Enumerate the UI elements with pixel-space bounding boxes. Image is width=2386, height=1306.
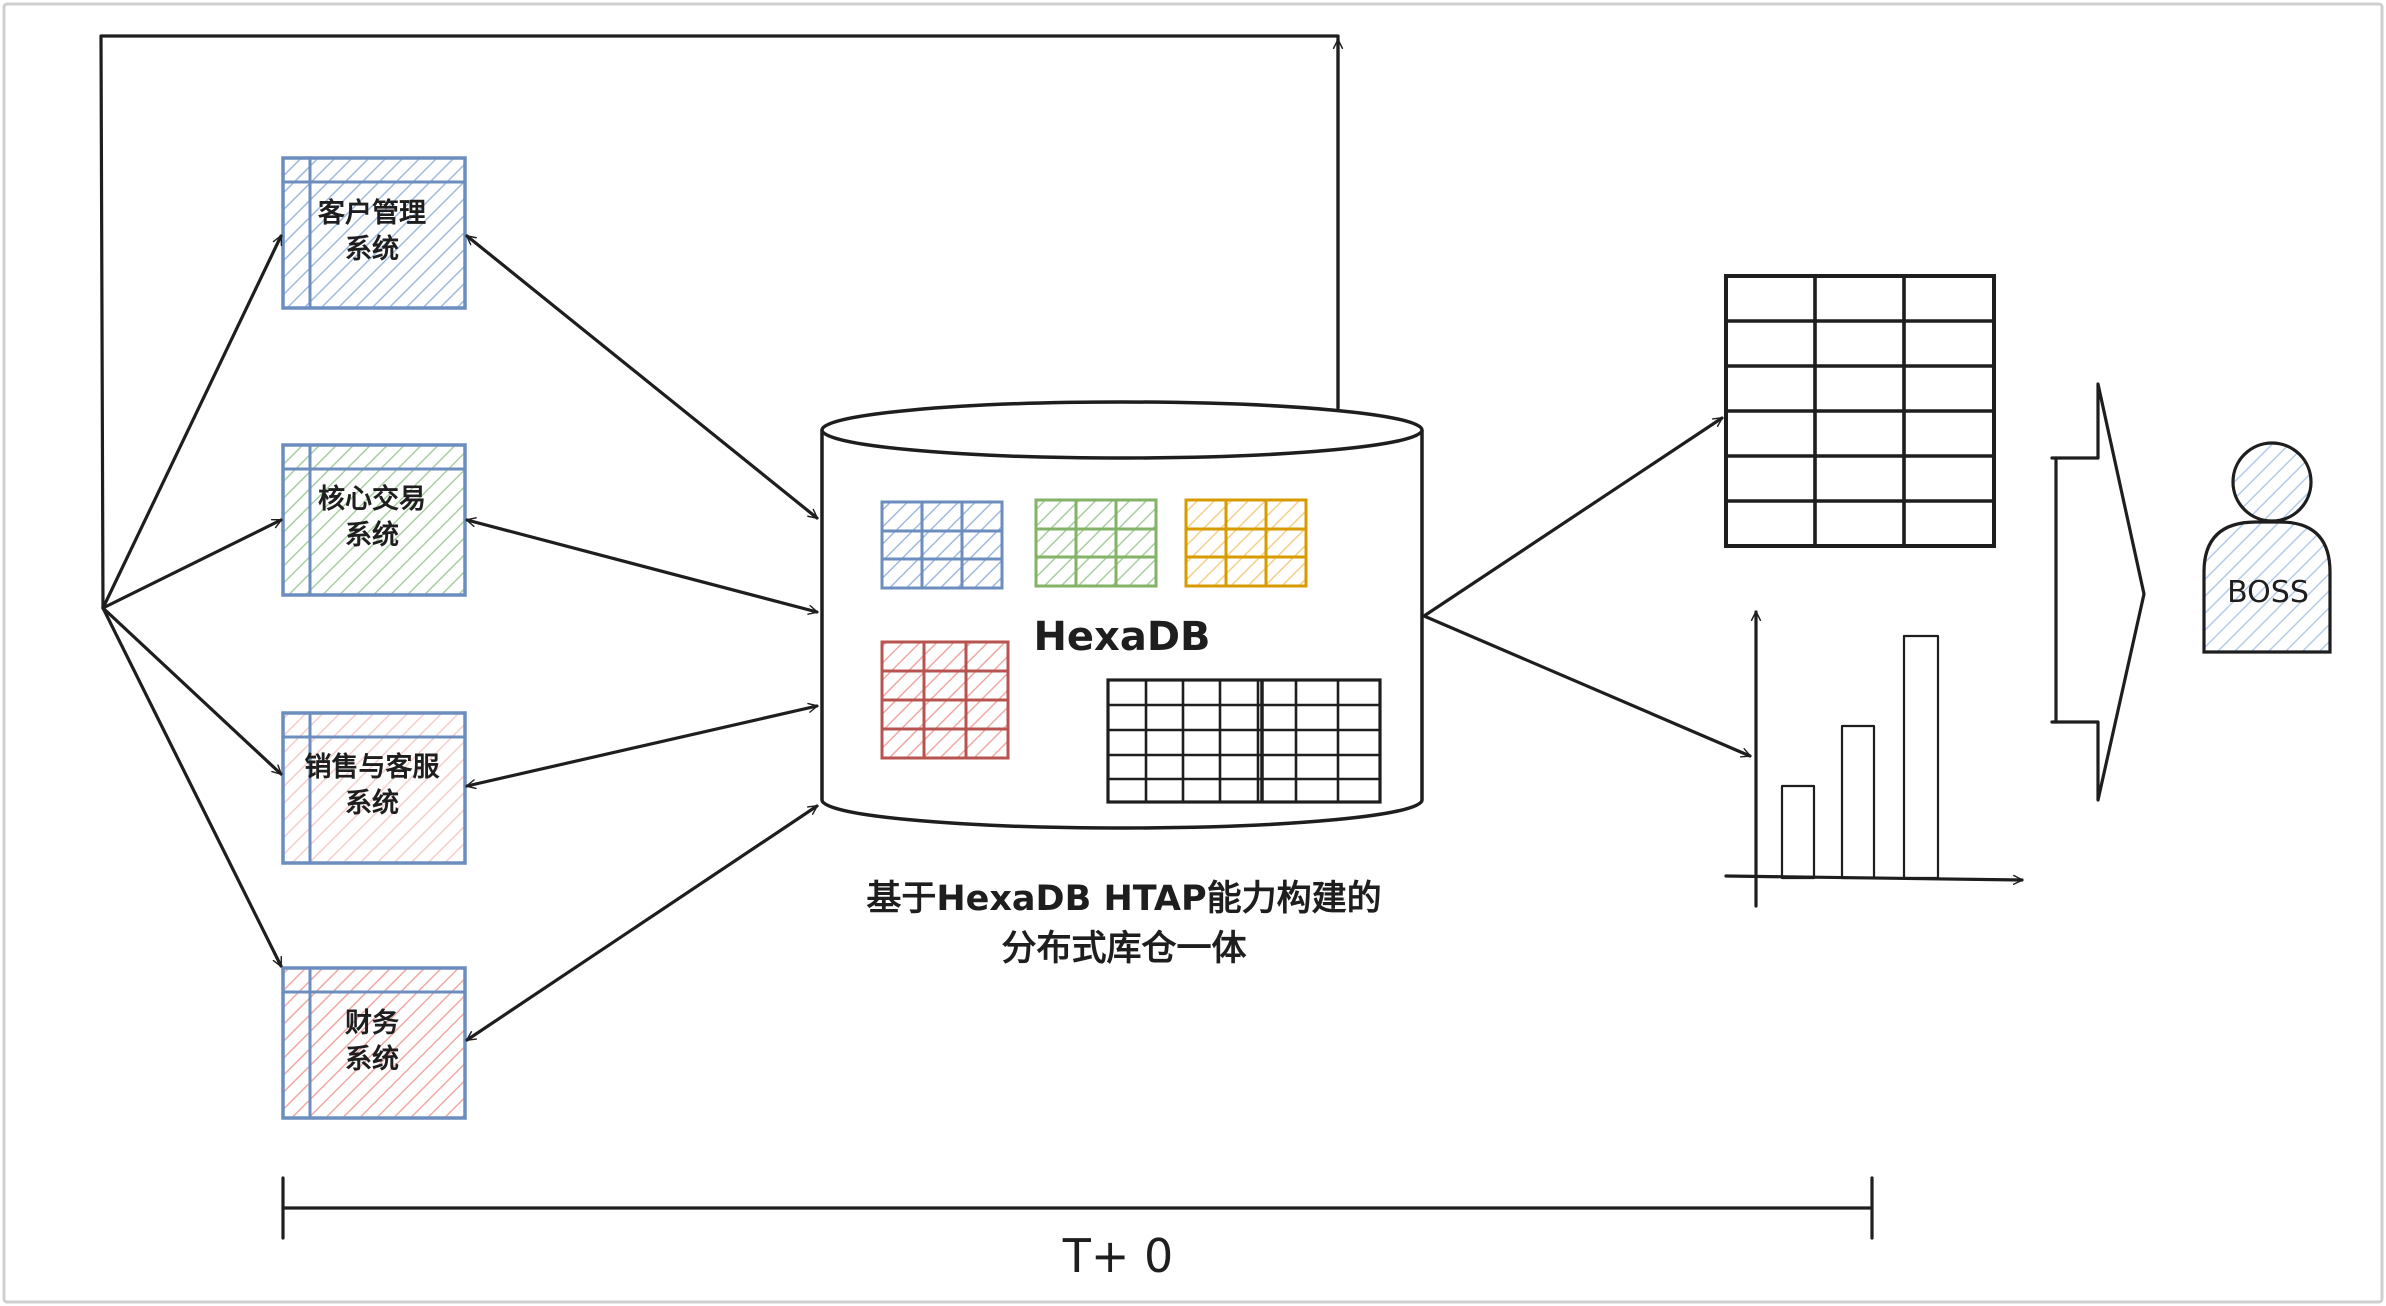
db-table-green (1034, 498, 1158, 588)
system-core-trading[interactable]: 核心交易 系统 (281, 443, 467, 597)
sync-arrow-finance (465, 804, 819, 1042)
sync-arrows (465, 234, 819, 1042)
db-table-blue (880, 500, 1004, 590)
big-arrow-to-boss (2050, 382, 2146, 802)
sync-arrow-sales-service (465, 702, 819, 790)
report-table-icon (1724, 274, 1996, 548)
arrow-to-sales-service (101, 606, 283, 776)
db-name: HexaDB (1033, 614, 1210, 660)
bar-short (1780, 784, 1816, 880)
db-table-black (1106, 678, 1382, 804)
arrow-to-core-trading (101, 518, 283, 610)
arrow-to-customer-management (101, 234, 283, 610)
arrow-to-report-table (1422, 416, 1724, 618)
arrow-to-bar-chart (1422, 614, 1752, 758)
db-caption-line2: 分布式库仓一体 (1001, 929, 1246, 969)
boss-figure[interactable]: BOSS (2202, 441, 2332, 654)
sync-arrow-core-trading (465, 517, 819, 615)
system-label-line2: 系统 (345, 1043, 399, 1075)
boss-body (2202, 520, 2332, 654)
db-table-red (880, 640, 1010, 760)
bar-medium (1840, 724, 1876, 880)
bar-chart-icon (1724, 610, 2024, 908)
system-label-line2: 系统 (345, 233, 399, 265)
system-label-line1: 销售与客服 (305, 751, 441, 783)
bar-tall (1902, 634, 1940, 880)
arrow-to-finance (101, 606, 283, 968)
system-customer-management[interactable]: 客户管理 系统 (281, 156, 467, 310)
system-sales-service[interactable]: 销售与客服 系统 (281, 711, 467, 865)
boss-label: BOSS (2227, 575, 2309, 610)
sync-arrow-customer-management (465, 234, 819, 520)
system-label-line1: 财务 (345, 1008, 399, 1039)
db-table-orange (1184, 498, 1308, 588)
system-label-line2: 系统 (345, 519, 399, 551)
system-label-line1: 核心交易 (318, 483, 426, 515)
user-icon (2231, 441, 2313, 523)
system-finance[interactable]: 财务 系统 (281, 966, 467, 1120)
system-label-line1: 客户管理 (318, 197, 426, 229)
timeline-label: T+ 0 (1062, 1229, 1174, 1283)
hexadb-cylinder[interactable]: HexaDB (820, 400, 1424, 830)
system-label-line2: 系统 (345, 787, 399, 819)
db-caption-line1: 基于HexaDB HTAP能力构建的 (866, 879, 1381, 919)
fanout-arrows (101, 234, 283, 968)
timeline: T+ 0 (281, 1176, 1874, 1283)
